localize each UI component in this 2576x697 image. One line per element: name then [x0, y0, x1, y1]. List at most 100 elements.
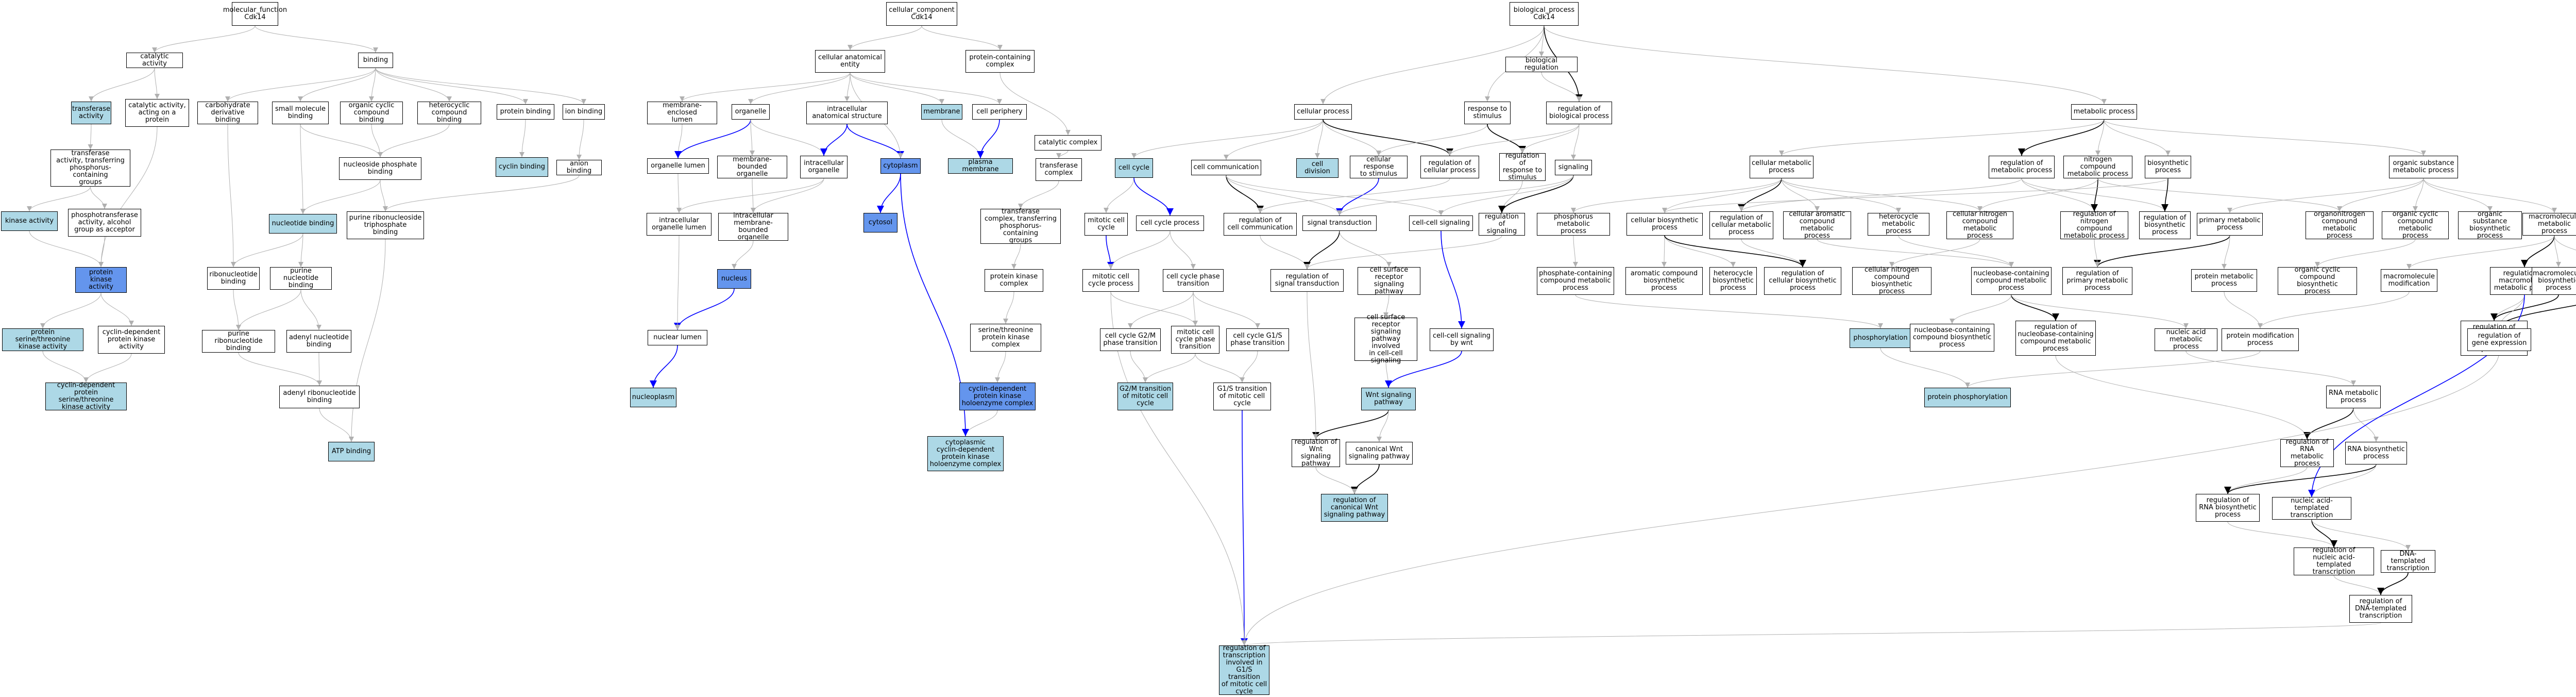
go-term-node-cdk-holoenzyme[interactable]: cyclin-dependent protein kinase holoenzy… [959, 383, 1036, 410]
go-term-node-intracellular-mb-org[interactable]: intracellular membrane-bounded organelle [718, 212, 788, 241]
go-term-node-cell-cycle[interactable]: cell cycle [1115, 158, 1153, 178]
go-term-node-cell-cell-signaling[interactable]: cell-cell signaling [1409, 215, 1473, 231]
go-term-node-reg-metabolic[interactable]: regulation of metabolic process [1989, 156, 2055, 178]
go-term-node-purine-ribonucleotide-b[interactable]: purine ribonucleotide binding [202, 330, 275, 353]
go-term-node-cytoplasm[interactable]: cytoplasm [880, 158, 921, 174]
go-term-node-ser-thr-pk-complex[interactable]: serine/threonine protein kinase complex [970, 324, 1041, 352]
go-term-node-nuclear-lumen[interactable]: nuclear lumen [648, 330, 707, 345]
go-term-node-reg-response-stim[interactable]: regulation of response to stimulus [1499, 153, 1546, 181]
go-term-node-reg-signal-transduction[interactable]: regulation of signal transduction [1270, 269, 1344, 292]
go-term-node-heterocycle-biosynthetic[interactable]: heterocycle biosynthetic process [1709, 267, 1757, 295]
go-term-node-adenyl-nucleotide-b[interactable]: adenyl nucleotide binding [286, 330, 351, 353]
go-term-node-phosphorus-metabolic[interactable]: phosphorus metabolic process [1537, 213, 1610, 236]
go-term-node-cell-cycle-process[interactable]: cell cycle process [1136, 215, 1204, 231]
go-term-node-organelle[interactable]: organelle [732, 104, 770, 120]
go-term-node-cellular-aromatic-metabolic[interactable]: cellular aromatic compound metabolic pro… [1783, 211, 1851, 240]
go-term-node-reg-nucleobase-metabolic[interactable]: regulation of nucleobase-containing comp… [2015, 321, 2096, 356]
go-term-node-g2m-mitotic[interactable]: G2/M transition of mitotic cell cycle [1117, 383, 1173, 410]
go-term-node-heterocyclic-b[interactable]: heterocyclic compound binding [417, 102, 481, 124]
go-term-node-biological-regulation[interactable]: biological regulation [1505, 57, 1578, 72]
go-term-node-nucleus[interactable]: nucleus [717, 269, 751, 289]
go-term-node-cell-periphery[interactable]: cell periphery [972, 104, 1027, 120]
go-term-node-cell-surface-wnt-cell-cell[interactable]: cell surface receptor signaling pathway … [1354, 314, 1417, 364]
go-term-node-reg-cell-communication[interactable]: regulation of cell communication [1224, 213, 1297, 236]
go-term-node-cyclin-binding[interactable]: cyclin binding [496, 157, 548, 177]
go-term-node-binding[interactable]: binding [358, 53, 393, 68]
go-term-node-macromolecule-modification[interactable]: macromolecule modification [2381, 269, 2437, 292]
go-term-node-nucleotide-binding[interactable]: nucleotide binding [269, 214, 337, 234]
go-term-node-cellular-process[interactable]: cellular process [1294, 104, 1352, 120]
go-term-node-response-to-stimulus[interactable]: response to stimulus [1464, 102, 1511, 124]
go-term-node-protein-binding[interactable]: protein binding [497, 104, 554, 120]
go-term-node-aromatic-biosynthetic[interactable]: aromatic compound biosynthetic process [1625, 267, 1703, 295]
go-term-node-na-templated-transcription[interactable]: nucleic acid-templated transcription [2272, 497, 2351, 520]
go-term-node-membrane-enclosed-lumen[interactable]: membrane-enclosed lumen [647, 102, 717, 124]
go-term-node-anion-binding[interactable]: anion binding [556, 160, 602, 175]
go-term-node-ion-binding[interactable]: ion binding [563, 104, 605, 120]
go-term-node-prot-ser-thr[interactable]: protein serine/threonine kinase activity [2, 328, 83, 351]
go-term-node-purine-ribonuc-tri[interactable]: purine ribonucleoside triphosphate bindi… [347, 211, 424, 239]
go-term-node-mitotic-cell-cycle-process[interactable]: mitotic cell cycle process [1082, 269, 1139, 292]
go-term-node-phosphorylation[interactable]: phosphorylation [1850, 328, 1911, 348]
go-term-node-cell-cycle-g2m[interactable]: cell cycle G2/M phase transition [1100, 328, 1161, 351]
go-term-node-mitotic-phase-transition[interactable]: mitotic cell cycle phase transition [1171, 326, 1219, 354]
go-term-node-plasma-membrane[interactable]: plasma membrane [948, 158, 1013, 174]
go-term-node-organic-substance-biosynthetic[interactable]: organic substance biosynthetic process [2458, 211, 2522, 240]
go-term-node-cell-surface-receptor-signaling[interactable]: cell surface receptor signaling pathway [1358, 267, 1420, 295]
go-term-node-ribonucleotide-b[interactable]: ribonucleotide binding [207, 267, 260, 290]
go-term-node-nucleic-acid-metabolic[interactable]: nucleic acid metabolic process [2155, 328, 2217, 351]
go-term-node-transferase-complex-phos[interactable]: transferase complex, transferring phosph… [980, 208, 1061, 244]
go-term-node-reg-nitrogen-metabolic[interactable]: regulation of nitrogen compound metaboli… [2060, 211, 2128, 240]
go-term-node-purine-nucleotide-b[interactable]: purine nucleotide binding [270, 267, 332, 290]
go-term-node-adenyl-ribonucleotide-b[interactable]: adenyl ribonucleotide binding [279, 386, 360, 408]
go-term-node-bp[interactable]: biological_process Cdk14 [1510, 2, 1579, 26]
go-term-node-nucleoplasm[interactable]: nucleoplasm [630, 388, 676, 407]
go-term-node-cell-communication[interactable]: cell communication [1191, 160, 1261, 175]
go-term-node-phosphotransferase[interactable]: phosphotransferase activity, alcohol gro… [68, 209, 141, 237]
go-term-node-reg-cellular-metabolic[interactable]: regulation of cellular metabolic process [1709, 211, 1773, 239]
go-term-node-organic-cyclic-biosynthetic[interactable]: organic cyclic compound biosynthetic pro… [2278, 267, 2357, 295]
go-term-node-primary-metabolic[interactable]: primary metabolic process [2197, 213, 2263, 236]
go-term-node-transf-phos[interactable]: transferase activity, transferring phosp… [50, 150, 130, 187]
go-term-node-metabolic-process[interactable]: metabolic process [2071, 104, 2137, 120]
go-term-node-macromolecule-biosynthetic[interactable]: macromolecule biosynthetic process [2532, 267, 2576, 295]
go-term-node-heterocycle-metabolic[interactable]: heterocycle metabolic process [1868, 213, 1929, 236]
go-term-node-cyclin-dep-pk[interactable]: cyclin-dependent protein kinase activity [98, 326, 165, 354]
go-term-node-macromolecule-metabolic[interactable]: macromolecule metabolic process [2522, 213, 2576, 236]
go-term-node-cellular-metabolic[interactable]: cellular metabolic process [1750, 156, 1814, 178]
go-term-node-membrane[interactable]: membrane [921, 104, 962, 120]
go-term-node-cc[interactable]: cellular_component Cdk14 [886, 2, 957, 26]
go-term-node-intracellular-struct[interactable]: intracellular anatomical structure [806, 102, 888, 124]
go-term-node-protein-kinase-act[interactable]: protein kinase activity [75, 267, 127, 293]
go-term-node-cell-cycle-g1s[interactable]: cell cycle G1/S phase transition [1226, 328, 1289, 351]
go-term-node-intracellular-org[interactable]: intracellular organelle [800, 156, 848, 178]
go-term-node-mf[interactable]: molecular_function Cdk14 [223, 2, 287, 26]
go-term-node-small-mol[interactable]: small molecule binding [272, 102, 329, 124]
go-term-node-protein-phosphorylation[interactable]: protein phosphorylation [1924, 388, 2011, 407]
go-term-node-reg-cellular-biosynthetic[interactable]: regulation of cellular biosynthetic proc… [1764, 267, 1841, 295]
go-term-node-reg-rna-biosynthetic[interactable]: regulation of RNA biosynthetic process [2196, 494, 2260, 522]
go-term-node-reg-na-templated-transcription[interactable]: regulation of nucleic acid-templated tra… [2294, 547, 2374, 576]
go-term-node-canonical-wnt[interactable]: canonical Wnt signaling pathway [1346, 442, 1413, 464]
go-term-node-transferase-complex[interactable]: transferase complex [1036, 158, 1082, 181]
go-term-node-org-cyclic[interactable]: organic cyclic compound binding [340, 102, 403, 124]
go-term-node-nucleobase-metabolic[interactable]: nucleobase-containing compound metabolic… [1971, 267, 2052, 295]
go-term-node-reg-wnt[interactable]: regulation of Wnt signaling pathway [1292, 439, 1340, 468]
go-term-node-cyto-cdk-holoenzyme[interactable]: cytoplasmic cyclin-dependent protein kin… [927, 436, 1004, 471]
go-term-node-kinase-act[interactable]: kinase activity [1, 211, 58, 231]
go-term-node-cell-cell-signaling-wnt[interactable]: cell-cell signaling by wnt [1430, 328, 1494, 351]
go-term-node-g1s-mitotic[interactable]: G1/S transition of mitotic cell cycle [1213, 383, 1271, 410]
go-term-node-reg-cellular-process[interactable]: regulation of cellular process [1420, 156, 1479, 178]
go-term-node-dna-templated-transcription[interactable]: DNA-templated transcription [2381, 550, 2435, 573]
go-term-node-rna-biosynthetic[interactable]: RNA biosynthetic process [2345, 442, 2407, 464]
go-term-node-cell-cycle-phase-transition[interactable]: cell cycle phase transition [1163, 269, 1224, 292]
go-term-node-reg-biosynthetic[interactable]: regulation of biosynthetic process [2139, 211, 2191, 239]
go-term-node-organic-substance-metabolic[interactable]: organic substance metabolic process [2389, 156, 2458, 178]
go-term-node-signal-transduction[interactable]: signal transduction [1302, 215, 1377, 231]
go-term-node-reg-signaling[interactable]: regulation of signaling [1479, 213, 1525, 236]
go-term-node-reg-canonical-wnt[interactable]: regulation of canonical Wnt signaling pa… [1321, 494, 1388, 522]
go-term-node-protein-kinase-complex[interactable]: protein kinase complex [985, 269, 1043, 292]
go-term-node-membrane-bounded-org[interactable]: membrane-bounded organelle [717, 156, 787, 178]
go-term-node-catalytic-complex[interactable]: catalytic complex [1035, 135, 1101, 151]
go-term-node-organonitrogen-metabolic[interactable]: organonitrogen compound metabolic proces… [2306, 211, 2374, 240]
